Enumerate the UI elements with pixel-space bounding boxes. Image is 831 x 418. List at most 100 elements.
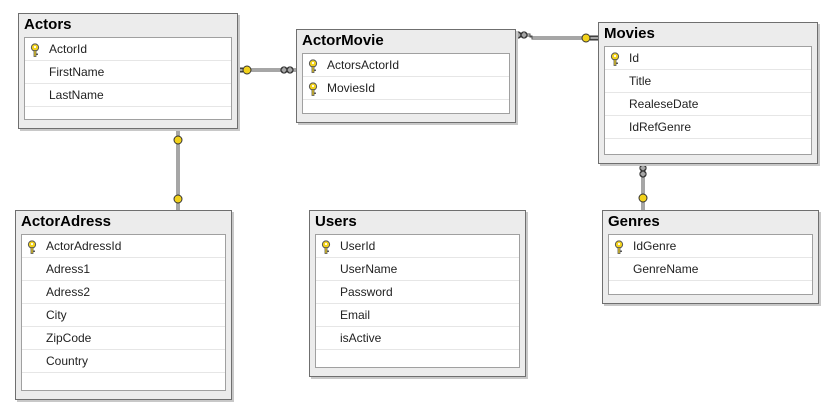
column-name: MoviesId — [327, 81, 376, 95]
row-selector[interactable] — [25, 38, 45, 60]
column-name: ActorAdressId — [46, 239, 122, 253]
row-selector[interactable] — [316, 304, 336, 326]
column-name: LastName — [49, 88, 104, 102]
column-row[interactable]: FirstName — [25, 61, 231, 84]
row-selector[interactable] — [609, 258, 629, 280]
column-row[interactable]: Id — [605, 47, 811, 70]
key-end-icon — [638, 193, 648, 203]
column-row[interactable]: isActive — [316, 327, 519, 350]
row-selector[interactable] — [22, 235, 42, 257]
column-name: UserId — [340, 239, 376, 253]
column-row[interactable]: ActorId — [25, 38, 231, 61]
row-selector[interactable] — [22, 327, 42, 349]
row-selector[interactable] — [22, 350, 42, 372]
column-name: Country — [46, 354, 89, 368]
column-row[interactable]: ZipCode — [22, 327, 225, 350]
primary-key-icon — [307, 81, 319, 96]
key-end-icon — [581, 33, 598, 43]
column-name: Adress2 — [46, 285, 91, 299]
column-row[interactable]: IdGenre — [609, 235, 812, 258]
primary-key-icon — [307, 58, 319, 73]
row-selector[interactable] — [316, 235, 336, 257]
row-selector[interactable] — [22, 304, 42, 326]
column-row[interactable]: Password — [316, 281, 519, 304]
row-selector[interactable] — [609, 235, 629, 257]
row-selector[interactable] — [605, 116, 625, 138]
relationship-actors-actormovie[interactable] — [237, 65, 296, 75]
table-title: Users — [315, 213, 357, 230]
column-row[interactable]: LastName — [25, 84, 231, 107]
many-end-icon — [514, 31, 528, 39]
row-selector[interactable] — [316, 258, 336, 280]
row-selector[interactable] — [303, 54, 323, 76]
column-row[interactable]: Adress2 — [22, 281, 225, 304]
column-name: GenreName — [633, 262, 699, 276]
row-selector[interactable] — [303, 77, 323, 99]
table-title: Actors — [24, 16, 72, 33]
table-title: Genres — [608, 213, 660, 230]
column-name: UserName — [340, 262, 398, 276]
row-selector[interactable] — [605, 93, 625, 115]
column-name: Adress1 — [46, 262, 91, 276]
column-row[interactable]: UserId — [316, 235, 519, 258]
column-name: ActorId — [49, 42, 88, 56]
row-selector[interactable] — [605, 47, 625, 69]
primary-key-icon — [26, 239, 38, 254]
table-title: Movies — [604, 25, 655, 42]
relationship-genres-movies[interactable] — [638, 163, 648, 210]
row-selector[interactable] — [22, 281, 42, 303]
column-name: IdGenre — [633, 239, 677, 253]
row-selector[interactable] — [316, 281, 336, 303]
column-name: RealeseDate — [629, 97, 699, 111]
many-end-icon — [280, 66, 294, 74]
column-name: isActive — [340, 331, 382, 345]
table-title: ActorAdress — [21, 213, 112, 230]
column-name: Title — [629, 74, 652, 88]
key-end-icon — [173, 194, 183, 204]
many-end-icon — [639, 164, 647, 178]
column-name: Email — [340, 308, 371, 322]
column-name: Id — [629, 51, 640, 65]
column-row[interactable]: IdRefGenre — [605, 116, 811, 139]
key-end-icon — [237, 65, 252, 75]
column-row[interactable]: Adress1 — [22, 258, 225, 281]
primary-key-icon — [29, 42, 41, 57]
column-row[interactable]: ActorAdressId — [22, 235, 225, 258]
row-selector[interactable] — [25, 61, 45, 83]
column-row[interactable]: ActorsActorId — [303, 54, 509, 77]
relationship-actors-actoradress[interactable] — [173, 127, 183, 210]
column-name: IdRefGenre — [629, 120, 692, 134]
primary-key-icon — [609, 51, 621, 66]
primary-key-icon — [320, 239, 332, 254]
column-row[interactable]: Title — [605, 70, 811, 93]
column-row[interactable]: RealeseDate — [605, 93, 811, 116]
column-name: FirstName — [49, 65, 105, 79]
row-selector[interactable] — [22, 258, 42, 280]
row-selector[interactable] — [316, 327, 336, 349]
column-name: City — [46, 308, 67, 322]
row-selector[interactable] — [605, 70, 625, 92]
column-row[interactable]: Country — [22, 350, 225, 373]
row-selector[interactable] — [25, 84, 45, 106]
column-row[interactable]: GenreName — [609, 258, 812, 281]
column-row[interactable]: UserName — [316, 258, 519, 281]
column-row[interactable]: Email — [316, 304, 519, 327]
column-row[interactable]: MoviesId — [303, 77, 509, 100]
column-name: ActorsActorId — [327, 58, 400, 72]
column-row[interactable]: City — [22, 304, 225, 327]
relationship-movies-actormovie[interactable] — [514, 31, 598, 43]
